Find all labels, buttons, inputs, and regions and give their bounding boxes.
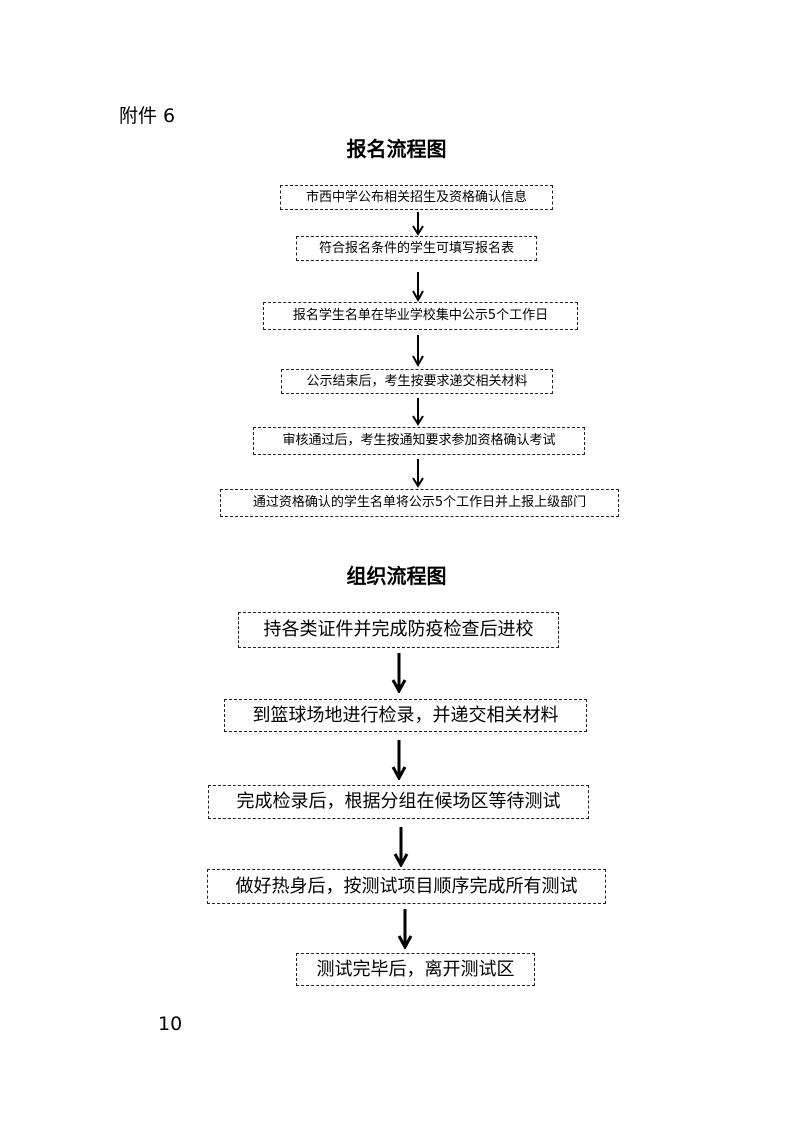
organization-step-2: 到篮球场地进行检录，并递交相关材料 xyxy=(224,699,587,732)
registration-step-3: 报名学生名单在毕业学校集中公示5个工作日 xyxy=(263,302,578,330)
registration-flow-title: 报名流程图 xyxy=(346,137,447,161)
registration-step-1: 市西中学公布相关招生及资格确认信息 xyxy=(280,185,553,210)
registration-step-4: 公示结束后，考生按要求递交相关材料 xyxy=(281,369,553,394)
attachment-label: 附件 6 xyxy=(119,105,176,127)
arrow-down-icon xyxy=(412,272,424,302)
organization-step-1: 持各类证件并完成防疫检查后进校 xyxy=(238,612,559,648)
arrow-down-icon xyxy=(412,212,424,236)
registration-step-5: 审核通过后，考生按通知要求参加资格确认考试 xyxy=(253,427,585,455)
registration-step-2: 符合报名条件的学生可填写报名表 xyxy=(296,236,537,261)
organization-step-3: 完成检录后，根据分组在候场区等待测试 xyxy=(208,785,589,819)
organization-step-5: 测试完毕后，离开测试区 xyxy=(296,953,535,986)
organization-step-4: 做好热身后，按测试项目顺序完成所有测试 xyxy=(207,869,606,904)
arrow-down-icon xyxy=(393,827,409,867)
arrow-down-icon xyxy=(397,909,413,949)
arrow-down-icon xyxy=(412,398,424,426)
organization-flow-title: 组织流程图 xyxy=(346,564,447,588)
arrow-down-icon xyxy=(412,335,424,367)
arrow-down-icon xyxy=(412,459,424,488)
arrow-down-icon xyxy=(391,653,407,693)
page-number: 10 xyxy=(158,1013,183,1035)
registration-step-6: 通过资格确认的学生名单将公示5个工作日并上报上级部门 xyxy=(220,489,619,517)
arrow-down-icon xyxy=(391,740,407,780)
